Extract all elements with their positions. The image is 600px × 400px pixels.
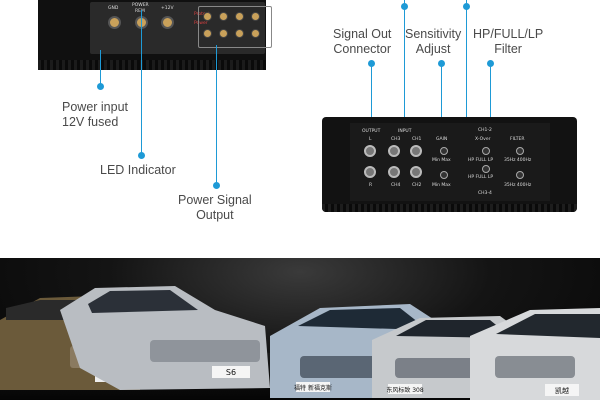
output-label: OUTPUT	[362, 129, 381, 134]
left-label: L	[369, 137, 372, 142]
callout-line: 12V fused	[62, 115, 119, 129]
right-label: R	[369, 183, 373, 188]
signal-out-line	[371, 63, 373, 136]
callout-line: Sensitivity	[405, 27, 462, 41]
xover-options-label: HP FULL LP	[468, 158, 494, 163]
callout-line: Signal Out	[333, 27, 392, 41]
signal-port	[235, 12, 244, 21]
input-line	[404, 0, 406, 136]
heatsink-fins	[322, 204, 577, 212]
filter-knob-ch34	[516, 171, 524, 179]
input-dot	[401, 3, 408, 10]
power-input-callout: Power input 12V fused	[62, 100, 128, 130]
callout-line: Output	[196, 208, 234, 222]
filter-label: FILTER	[510, 137, 525, 142]
car-silver-suv: S6	[60, 286, 270, 390]
plus12v-terminal	[161, 16, 174, 29]
plate-s6: S6	[226, 368, 236, 377]
gain-label: GAIN	[436, 137, 448, 142]
signal-port	[203, 12, 212, 21]
ch3-label: CH3	[391, 137, 401, 142]
rca-output-r	[364, 166, 376, 178]
power-terminal-panel: GND POWER REM +12V Protect Power	[90, 2, 265, 54]
signal-port	[203, 29, 212, 38]
power-led-label: Power	[194, 21, 208, 26]
rca-input-ch1	[410, 145, 422, 157]
power-signal-callout: Power Signal Output	[178, 193, 252, 223]
xover-label: X-Over	[475, 137, 491, 142]
callout-line: Adjust	[415, 42, 451, 56]
gain-range-label-ch34: Min Max	[432, 183, 451, 188]
amplifier-right: OUTPUT INPUT L CH3 CH1 R CH4 CH2 CH1-2 G…	[322, 117, 577, 212]
power-input-dot	[97, 83, 104, 90]
input-label: INPUT	[398, 129, 412, 134]
filter-range-label: 35Hz 400Hz	[504, 158, 532, 163]
filter-callout: HP/FULL/LP Filter	[473, 27, 543, 57]
xover-switch-ch34	[482, 165, 490, 173]
gnd-label: GND	[108, 6, 119, 11]
ch4-label: CH4	[391, 183, 401, 188]
xover-line	[466, 0, 468, 136]
led-indicator-callout: LED Indicator	[100, 163, 176, 177]
led-indicator-dot	[138, 152, 145, 159]
ch2-label: CH2	[412, 183, 422, 188]
filter-line	[490, 63, 492, 136]
filter-range-label-ch34: 35Hz 400Hz	[504, 183, 532, 188]
rem-label: REM	[135, 9, 145, 14]
rca-input-ch3	[388, 145, 400, 157]
gain-knob-ch12	[440, 147, 448, 155]
ch1-label: CH1	[412, 137, 422, 142]
led-indicator-line	[141, 10, 143, 155]
rca-input-ch2	[410, 166, 422, 178]
ch12-label: CH1-2	[478, 128, 492, 133]
signal-port	[251, 29, 260, 38]
protect-led-label: Protect	[194, 12, 210, 17]
product-callout-area: GND POWER REM +12V Protect Power Power i…	[38, 0, 577, 223]
xover-dot	[463, 3, 470, 10]
car-lineup-banner: 3008 S6 福特 新福克斯 东风标致 308	[0, 258, 600, 400]
sensitivity-callout: Sensitivity Adjust	[405, 27, 461, 57]
cars-illustration: 3008 S6 福特 新福克斯 东风标致 308	[0, 286, 600, 400]
power-signal-line	[216, 45, 218, 185]
heatsink-fins	[38, 60, 266, 70]
signal-port	[251, 12, 260, 21]
plus12v-label: +12V	[161, 6, 174, 11]
gain-range-label: Min Max	[432, 158, 451, 163]
callout-line: Connector	[333, 42, 392, 56]
plate-ford: 福特 新福克斯	[294, 384, 332, 392]
xover-switch-ch12	[482, 147, 490, 155]
gain-knob-ch34	[440, 171, 448, 179]
callout-line: Filter	[494, 42, 522, 56]
gnd-terminal	[108, 16, 121, 29]
power-label: POWER	[132, 3, 149, 8]
callout-line: Power Signal	[178, 193, 252, 207]
callout-line: Power input	[62, 100, 129, 114]
ch34-label: CH3-4	[478, 191, 492, 196]
signal-out-callout: Signal Out Connector	[333, 27, 391, 57]
xover-options-label-ch34: HP FULL LP	[468, 175, 494, 180]
plate-peugeot: 东风标致 308	[386, 386, 424, 394]
input-control-panel: OUTPUT INPUT L CH3 CH1 R CH4 CH2 CH1-2 G…	[350, 123, 550, 201]
filter-knob-ch12	[516, 147, 524, 155]
rca-output-l	[364, 145, 376, 157]
signal-output-block	[198, 6, 272, 48]
rca-input-ch4	[388, 166, 400, 178]
callout-line: HP/FULL/LP	[473, 27, 544, 41]
power-signal-dot	[213, 182, 220, 189]
signal-port	[219, 12, 228, 21]
plate-buick: 凯越	[555, 386, 569, 395]
power-input-line	[100, 50, 102, 85]
sensitivity-line	[441, 63, 443, 136]
signal-port	[219, 29, 228, 38]
car-buick: 凯越	[470, 308, 600, 400]
amplifier-top-left: GND POWER REM +12V Protect Power	[38, 0, 272, 70]
signal-port	[235, 29, 244, 38]
